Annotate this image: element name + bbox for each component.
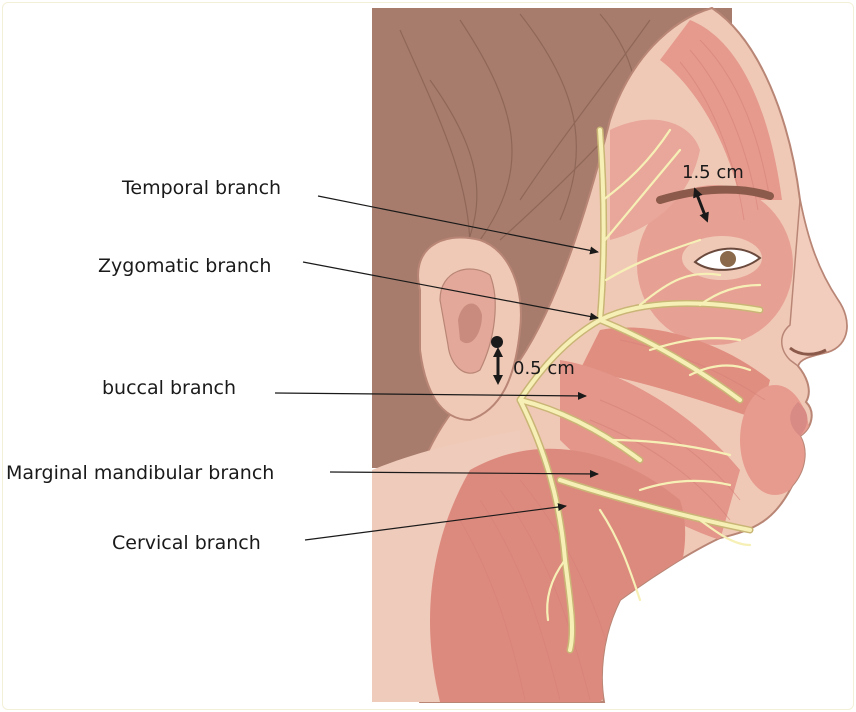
nostril	[789, 346, 827, 356]
label-cervical-branch: Cervical branch	[112, 532, 261, 554]
zygomatic-leader	[302, 261, 599, 321]
marginal-leader	[329, 469, 599, 478]
buccal-leader	[274, 391, 587, 400]
iris	[720, 251, 736, 267]
lips	[790, 402, 808, 436]
label-zygomatic-branch: Zygomatic branch	[98, 255, 271, 277]
label-marginal-mandibular-branch: Marginal mandibular branch	[6, 462, 274, 484]
muscle-fibers	[459, 39, 771, 701]
upper-measure-arrow	[693, 187, 709, 223]
measure-lower-text: 0.5 cm	[513, 358, 575, 379]
label-buccal-branch: buccal branch	[102, 377, 236, 399]
label-temporal-branch: Temporal branch	[121, 177, 281, 199]
eyebrow	[656, 185, 774, 204]
tragus-point	[491, 336, 503, 348]
temporal-leader	[317, 195, 599, 255]
measure-upper-text: 1.5 cm	[682, 162, 744, 183]
facial-nerve	[516, 126, 764, 654]
nose	[781, 199, 848, 368]
cervical-leader	[304, 503, 567, 541]
